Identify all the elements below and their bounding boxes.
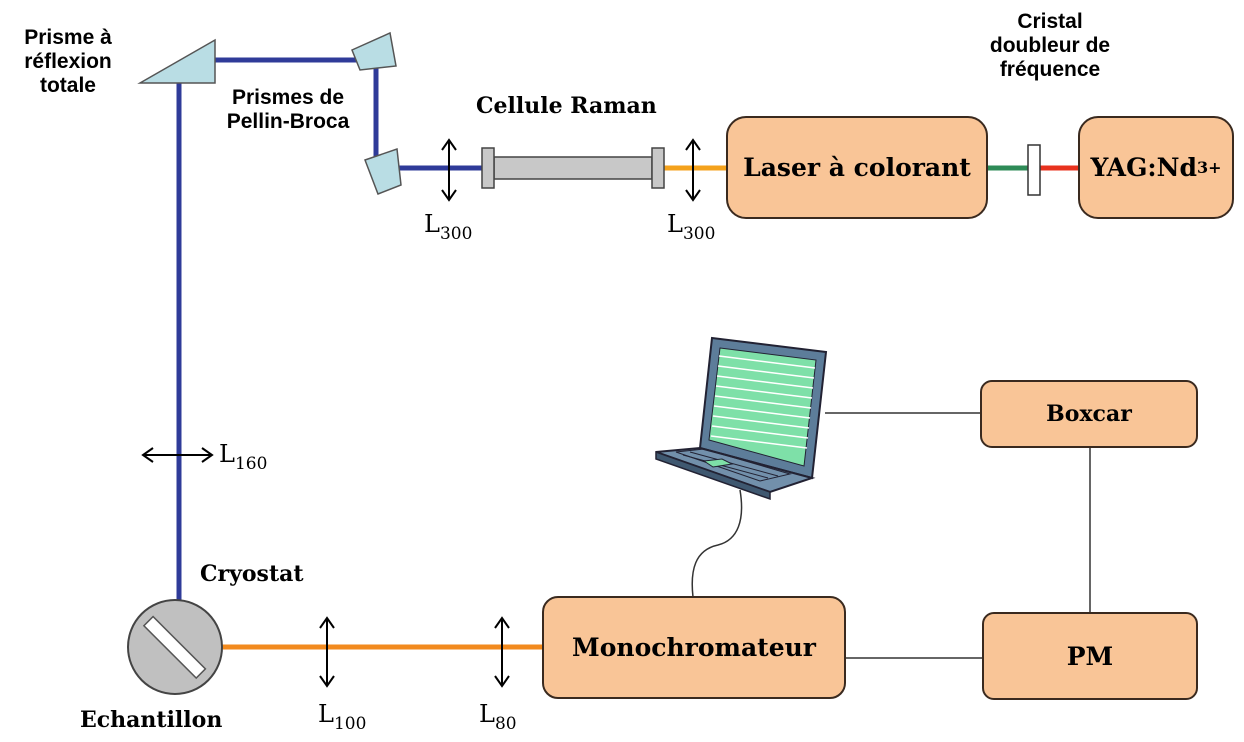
uv-beam-path — [176, 57, 484, 670]
label-line: Pellin-Broca — [226, 110, 350, 134]
dye-laser-box: Laser à colorant — [726, 116, 988, 219]
lens-l300b-label: L300 — [667, 210, 716, 244]
lens-l100-arrow — [319, 616, 335, 688]
raman-cell-body — [493, 156, 653, 180]
pellin-broca-prism-top — [351, 31, 397, 71]
monochromator-box: Monochromateur — [542, 596, 846, 699]
label-line: totale — [39, 74, 96, 98]
label-line: fréquence — [999, 58, 1101, 82]
lens-l100-label: L100 — [318, 700, 367, 734]
label-line: Cristal — [1017, 10, 1083, 33]
laptop-base-front — [655, 450, 771, 501]
label-cryostat: Cryostat — [200, 561, 304, 587]
cryostat — [127, 599, 223, 695]
raman-cell-window-right — [651, 147, 665, 189]
lens-l300a-arrow — [441, 138, 457, 202]
label-total-reflection-prism: Prisme à réflexion totale — [6, 26, 130, 98]
label-pellin-broca-prisms: Prismes de Pellin-Broca — [206, 86, 370, 134]
laptop-screen-lines — [710, 355, 816, 449]
label-line: doubleur de — [989, 34, 1111, 58]
label-doubling-crystal: Cristal doubleur de fréquence — [980, 10, 1120, 82]
yag-superscript: 3+ — [1197, 158, 1222, 177]
lens-l300a-label: L300 — [424, 210, 473, 244]
pellin-broca-prism-bottom — [364, 147, 402, 195]
label-raman-cell: Cellule Raman — [476, 93, 657, 119]
laptop-touchpad — [702, 458, 734, 468]
pm-box: PM — [982, 612, 1198, 700]
lens-l160-arrow — [141, 447, 214, 463]
lens-l160-label: L160 — [219, 440, 268, 474]
label-line: Prismes de — [231, 86, 345, 109]
raman-cell — [481, 147, 665, 189]
doubling-crystal — [1027, 144, 1041, 196]
laptop-icon — [655, 336, 828, 501]
sample-holder — [142, 615, 207, 680]
label-sample: Echantillon — [80, 707, 223, 733]
label-line: Prisme à — [24, 26, 112, 49]
raman-cell-window-left — [481, 147, 495, 189]
label-line: réflexion — [24, 50, 112, 74]
laptop-keyboard — [675, 448, 792, 482]
lens-l80-label: L80 — [479, 700, 517, 734]
boxcar-box: Boxcar — [980, 380, 1198, 448]
laptop-screen — [708, 347, 817, 467]
lens-l80-arrow — [494, 616, 510, 688]
cable-laptop-mono — [691, 489, 743, 598]
lens-l300b-arrow — [685, 138, 701, 202]
yag-label: YAG:Nd — [1090, 153, 1197, 182]
total-reflection-prism — [137, 38, 216, 84]
